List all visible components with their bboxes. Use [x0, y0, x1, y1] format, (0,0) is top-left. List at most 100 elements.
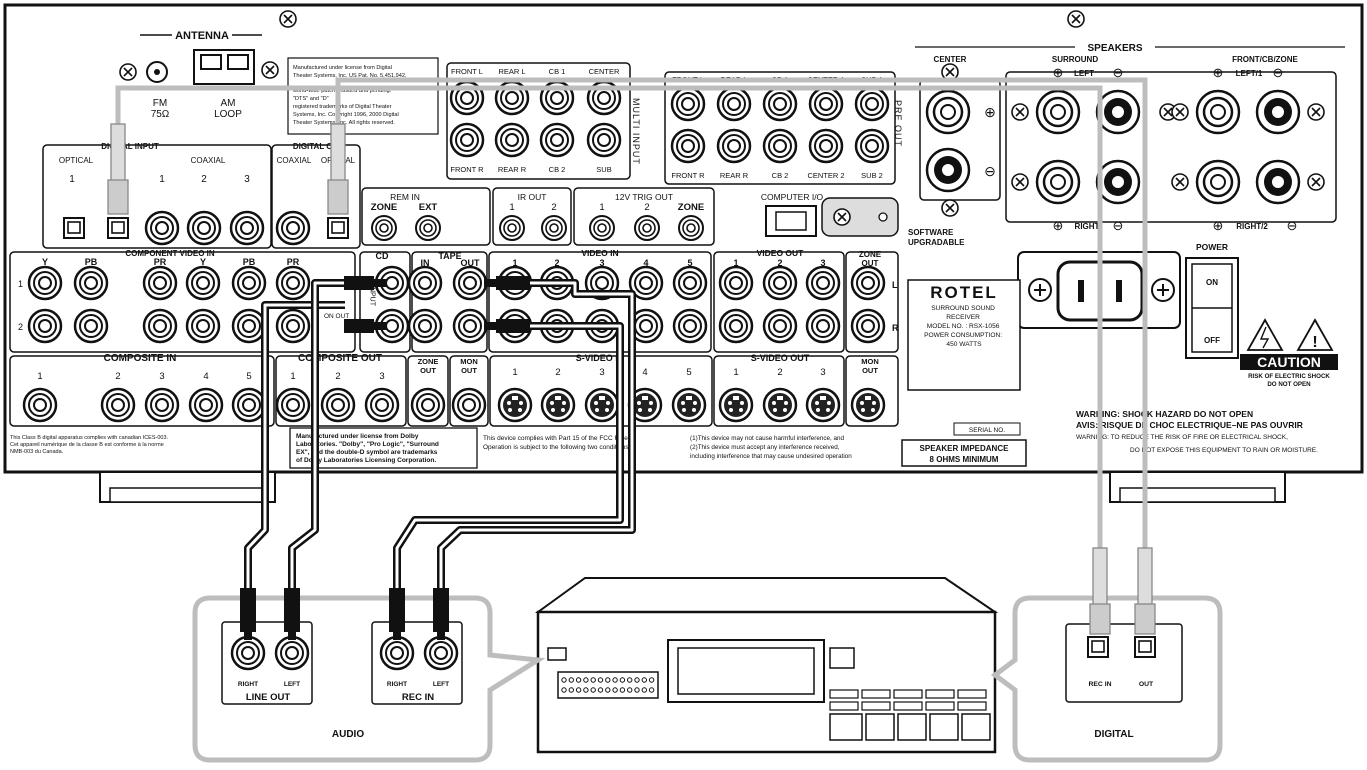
- optical-output-jack: [327, 217, 349, 239]
- digital-label: DIGITAL: [1094, 729, 1133, 740]
- pin-dot: [590, 687, 596, 693]
- recorder-buttons: [829, 689, 991, 741]
- svg-text:2: 2: [335, 371, 340, 382]
- svg-text:3: 3: [379, 371, 384, 382]
- svg-text:Manufactured under license fro: Manufactured under license from Dolby La…: [296, 433, 441, 464]
- svg-text:⊕: ⊕: [1053, 218, 1064, 233]
- svg-text:⊖: ⊖: [1113, 65, 1124, 80]
- pin-dot: [597, 687, 604, 693]
- digital-callout: REC IN OUT DIGITAL: [990, 595, 1223, 763]
- svg-text:DO NOT OPEN: DO NOT OPEN: [1267, 381, 1311, 388]
- pin-dot: [619, 677, 626, 683]
- pin-dot: [583, 687, 589, 693]
- svg-text:OUT: OUT: [461, 366, 477, 375]
- pre-out-side-label: PRE OUT: [893, 100, 903, 147]
- brand-logo: ROTEL: [930, 283, 998, 302]
- model-label: ROTEL SURROUND SOUND RECEIVER MODEL NO. …: [901, 279, 1027, 467]
- pin-dot: [619, 687, 626, 693]
- svg-text:MON: MON: [861, 357, 879, 366]
- antenna-label: ANTENNA: [175, 30, 229, 42]
- svg-text:LEFT: LEFT: [433, 681, 449, 688]
- svg-text:LEFT/1: LEFT/1: [1236, 69, 1263, 78]
- svg-text:FRONT R: FRONT R: [671, 171, 705, 180]
- svg-text:3: 3: [820, 258, 825, 268]
- composite-svideo-row: COMPOSITE IN 1 2 3 4 5 COMPOSITE OUT 1 2…: [9, 353, 899, 427]
- optical-cables: [107, 77, 1156, 635]
- svg-text:PR: PR: [154, 257, 167, 267]
- rec-in-group-label: REC IN: [402, 692, 434, 703]
- pin-dot: [568, 677, 574, 683]
- svg-text:⊖: ⊖: [984, 163, 996, 179]
- svg-text:1: 1: [599, 202, 604, 213]
- svg-text:1: 1: [512, 258, 517, 268]
- svg-text:COMPONENT VIDEO IN: COMPONENT VIDEO IN: [125, 249, 215, 258]
- svg-text:RIGHT: RIGHT: [387, 681, 407, 688]
- pin-dot: [641, 687, 647, 693]
- svg-text:2: 2: [555, 367, 560, 378]
- screw-icon: [119, 63, 137, 81]
- svg-text:4: 4: [643, 258, 648, 268]
- svg-text:This device complies with Part: This device complies with Part 15 of the…: [483, 435, 635, 451]
- svg-text:4: 4: [642, 367, 647, 378]
- fm-ohm-label: 75Ω: [151, 109, 170, 120]
- svg-text:MON: MON: [460, 357, 478, 366]
- multi-input-section: FRONT L REAR L CB 1 CENTER FRONT R REAR …: [446, 62, 641, 180]
- svg-text:TAPE: TAPE: [438, 251, 461, 261]
- multi-input-side-label: MULTI INPUT: [631, 98, 641, 165]
- caution-label: ! CAUTION RISK OF ELECTRIC SHOCK DO NOT …: [1076, 318, 1338, 454]
- top-screw-right-icon: [1067, 10, 1085, 28]
- svg-text:SUB 2: SUB 2: [861, 171, 883, 180]
- svg-text:REAR R: REAR R: [498, 165, 527, 174]
- svg-text:12V TRIG OUT: 12V TRIG OUT: [615, 192, 673, 202]
- svg-text:REC IN: REC IN: [1088, 681, 1111, 688]
- svg-text:1: 1: [733, 258, 738, 268]
- component-video-section: COMPONENT VIDEO IN Y PB PR Y PB PR 1 2 O…: [9, 249, 356, 353]
- svg-text:1: 1: [512, 367, 517, 378]
- pin-dot: [575, 687, 582, 693]
- svg-text:OUT: OUT: [862, 366, 878, 375]
- svg-text:VIDEO IN: VIDEO IN: [581, 248, 618, 258]
- svg-text:1: 1: [18, 279, 23, 289]
- svg-text:3: 3: [599, 258, 604, 268]
- svg-text:PB: PB: [85, 257, 98, 267]
- pin-dot: [627, 687, 633, 693]
- pin-dot: [561, 677, 567, 683]
- svg-text:5: 5: [687, 258, 692, 268]
- svg-text:RIGHT: RIGHT: [238, 681, 258, 688]
- svg-text:!: !: [1312, 334, 1317, 351]
- svg-text:REAR L: REAR L: [498, 67, 525, 76]
- svg-text:⊕: ⊕: [984, 104, 996, 120]
- fine-print: This Class B digital apparatus complies …: [10, 427, 852, 469]
- svg-text:3: 3: [244, 174, 250, 185]
- svg-text:2: 2: [115, 371, 120, 382]
- svg-text:EXT: EXT: [419, 202, 438, 213]
- svg-text:OUT: OUT: [420, 366, 436, 375]
- svg-text:COAXIAL: COAXIAL: [191, 156, 226, 165]
- svg-text:CB 2: CB 2: [772, 171, 789, 180]
- svg-text:ON OUT: ON OUT: [324, 313, 349, 320]
- svg-text:ZONE: ZONE: [859, 250, 882, 259]
- svg-text:3: 3: [820, 367, 825, 378]
- svg-text:COAXIAL: COAXIAL: [277, 156, 312, 165]
- svg-text:2: 2: [554, 258, 559, 268]
- svg-text:IR OUT: IR OUT: [518, 192, 547, 202]
- pin-dot: [561, 687, 567, 693]
- power-label: POWER: [1196, 242, 1228, 252]
- am-loop-label: LOOP: [214, 109, 242, 120]
- svg-text:(1)This device may not cause h: (1)This device may not cause harmful int…: [690, 435, 852, 460]
- pin-dot: [648, 677, 655, 683]
- svg-text:This Class B digital apparatus: This Class B digital apparatus complies …: [10, 435, 170, 455]
- digital-io-section: DIGITAL INPUT OPTICAL COAXIAL 1 2 1 2 3 …: [42, 142, 361, 249]
- svg-text:5: 5: [686, 367, 691, 378]
- svg-text:1: 1: [69, 174, 75, 185]
- speakers-label: SPEAKERS: [1087, 43, 1142, 54]
- svg-text:1: 1: [509, 202, 514, 213]
- svg-text:FRONT/CB/ZONE: FRONT/CB/ZONE: [1232, 55, 1298, 64]
- svg-text:SERIAL NO.: SERIAL NO.: [969, 427, 1005, 434]
- pin-dot: [605, 677, 611, 683]
- svg-text:1: 1: [733, 367, 738, 378]
- svg-text:2: 2: [551, 202, 556, 213]
- antenna-section: ANTENNA FM 75Ω AM LOOP: [119, 30, 279, 120]
- svg-text:2: 2: [777, 367, 782, 378]
- pin-dot: [583, 677, 589, 683]
